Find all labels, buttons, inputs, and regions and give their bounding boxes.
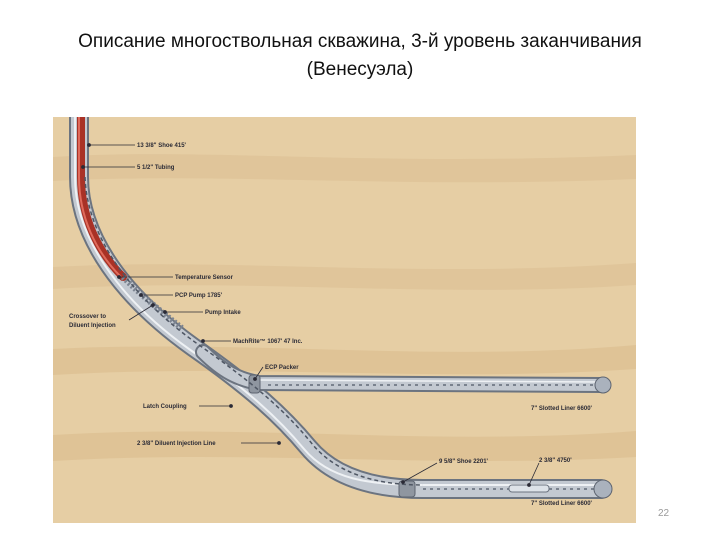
title-line-1: Описание многоствольная скважина, 3-й ур…	[78, 31, 642, 52]
label-tubing-lower: 2 3/8" 4750'	[539, 458, 572, 464]
formation-band-4	[53, 431, 636, 461]
lower-liner-end	[593, 479, 613, 499]
slide-title: Описание многоствольная скважина, 3-й ур…	[0, 28, 720, 84]
label-shoe-9: 9 5/8" Shoe 2201'	[439, 459, 489, 465]
label-pcp-pump: PCP Pump 1785'	[175, 293, 223, 299]
well-diagram: 13 3/8" Shoe 415' 5 1/2" Tubing Temperat…	[53, 117, 636, 523]
upper-liner-end	[594, 376, 612, 394]
main-casing-highlight	[74, 117, 601, 486]
label-temp-sensor: Temperature Sensor	[175, 275, 234, 281]
label-ecp-packer: ECP Packer	[265, 365, 299, 371]
label-crossover-2: Diluent Injection	[69, 323, 116, 329]
label-diluent-line: 2 3/8" Diluent Injection Line	[137, 441, 216, 447]
label-tubing: 5 1/2" Tubing	[137, 165, 175, 171]
production-tubing-highlight	[78, 117, 122, 278]
label-liner-lower: 7" Slotted Liner 6600'	[531, 501, 593, 507]
label-multilateral: MachRite™ 1067' 47 Inc.	[233, 338, 303, 345]
upper-lateral-highlight	[257, 379, 602, 383]
label-pump-intake: Pump Intake	[205, 310, 241, 316]
page-number: 22	[658, 508, 670, 519]
diluent-injection-line	[84, 176, 424, 486]
label-latch-coupling: Latch Coupling	[143, 404, 187, 410]
title-line-2: (Венесуэла)	[306, 59, 414, 80]
production-tubing	[77, 117, 127, 281]
leader-lines	[81, 143, 540, 487]
well-diagram-svg: 13 3/8" Shoe 415' 5 1/2" Tubing Temperat…	[53, 117, 636, 523]
lower-packer-mark	[398, 480, 416, 498]
formation-band-1	[53, 154, 636, 183]
label-crossover-1: Crossover to	[69, 314, 106, 320]
label-shoe-13: 13 3/8" Shoe 415'	[137, 143, 187, 149]
label-liner-upper: 7" Slotted Liner 6600'	[531, 406, 593, 412]
formation-band-2	[53, 263, 636, 290]
